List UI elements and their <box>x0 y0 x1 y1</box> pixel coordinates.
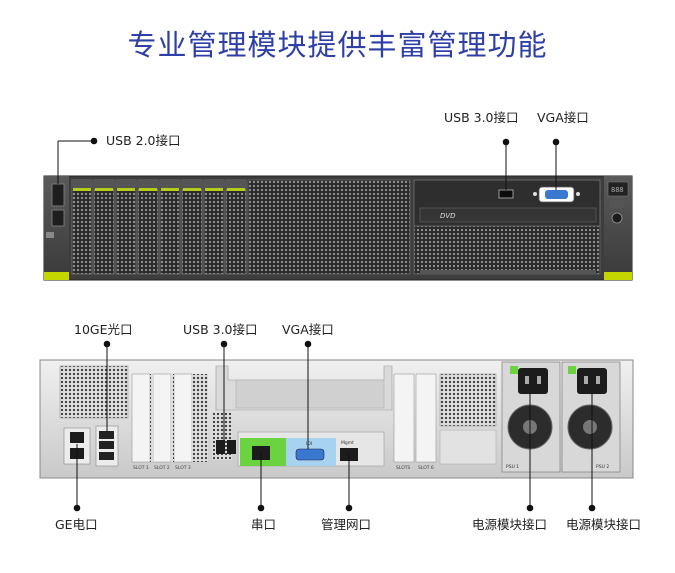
rear-ge-port-1 <box>70 432 84 443</box>
rear-10ge-port-1 <box>99 431 114 439</box>
rear-mgmt-label: 管理网口 <box>321 517 372 532</box>
slot-1-label: SLOT 1 <box>133 465 149 471</box>
dvd-drive <box>419 207 597 223</box>
rear-serial-label: 串口 <box>251 517 277 532</box>
front-vga-label: VGA接口 <box>537 110 589 125</box>
front-panel: 888 DVD <box>43 175 633 281</box>
dvd-label: DVD <box>440 212 456 220</box>
rear-usb3-port-1 <box>216 440 225 454</box>
psu-2-tag: PSU 2 <box>596 464 609 470</box>
slot-3-label: SLOT 3 <box>175 465 191 471</box>
rear-vga-port <box>295 448 325 461</box>
psu-1-power-socket <box>518 368 548 394</box>
psu-1: PSU 1 <box>501 361 561 473</box>
rear-callouts <box>73 340 596 512</box>
drive-bays <box>71 179 247 275</box>
rear-psu2-label: 电源模块接口 <box>566 517 642 532</box>
front-usb3-port <box>498 189 514 199</box>
rear-vga-label: VGA接口 <box>282 322 334 337</box>
slot-6-label: SLOT 6 <box>418 465 434 471</box>
front-callouts <box>57 137 560 190</box>
rear-usb3-port-2 <box>227 440 236 454</box>
front-usb2-label: USB 2.0接口 <box>106 133 181 148</box>
slot-5-label: SLOTS <box>396 465 410 471</box>
psu-1-tag: PSU 1 <box>506 464 519 470</box>
page-title: 专业管理模块提供丰富管理功能 <box>127 28 548 62</box>
rear-10ge-port-2 <box>99 452 114 460</box>
front-usb3-label: USB 3.0接口 <box>444 110 519 125</box>
rear-psu1-label: 电源模块接口 <box>472 517 548 532</box>
rear-10ge-label: 10GE光口 <box>74 322 133 337</box>
rear-ge-label: GE电口 <box>55 517 98 532</box>
front-usb2-port <box>51 183 65 207</box>
slot-2-label: SLOT 2 <box>154 465 170 471</box>
psu-2: PSU 2 <box>561 361 621 473</box>
psu-2-power-socket <box>577 368 607 394</box>
svg-text:888: 888 <box>611 186 624 194</box>
mgmt-tag: Mgmt <box>341 440 354 446</box>
rear-panel: SLOT 1 SLOT 2 SLOT 3 IOI Mgmt SLOTS SLOT… <box>39 359 634 479</box>
power-button-icon <box>611 212 623 224</box>
vga-tag: IOI <box>306 441 312 447</box>
front-vga-port <box>545 190 568 199</box>
rear-usb3-label: USB 3.0接口 <box>183 322 258 337</box>
front-vent <box>247 179 411 275</box>
